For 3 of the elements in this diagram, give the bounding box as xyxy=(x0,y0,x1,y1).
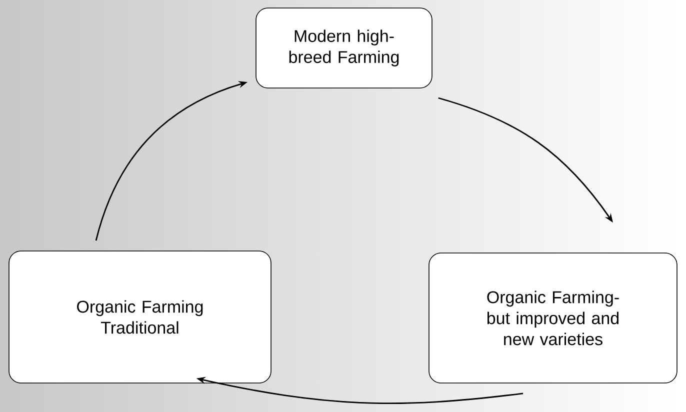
process-box: Organic Farming- but improved and new varieties xyxy=(428,252,678,384)
process-box: Organic Farming Traditional xyxy=(8,250,272,384)
process-box: Modern high-breed Farming xyxy=(256,8,432,88)
